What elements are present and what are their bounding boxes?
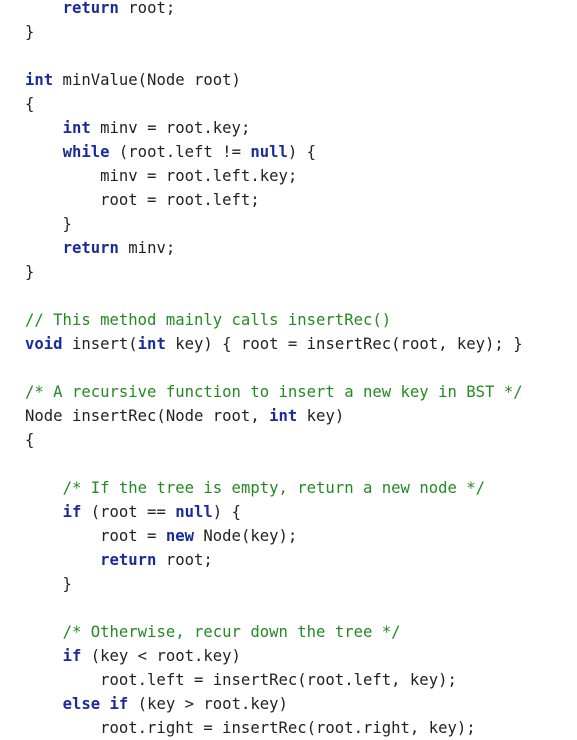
code-line: else if (key > root.key)	[25, 692, 577, 716]
code-text: }	[25, 215, 72, 233]
code-text: minv = root.key;	[90, 119, 251, 137]
code-line: {	[25, 92, 577, 116]
code-line: return root;	[25, 0, 577, 20]
code-text: minValue(Node root)	[53, 71, 241, 89]
code-line: }	[25, 260, 577, 284]
code-text: (key > root.key)	[128, 695, 288, 713]
code-block: return root;}​int minValue(Node root){ i…	[25, 0, 577, 740]
code-line: /* If the tree is empty, return a new no…	[25, 476, 577, 500]
code-keyword: null	[175, 503, 213, 521]
code-line: root.left = insertRec(root.left, key);	[25, 668, 577, 692]
code-text	[25, 503, 63, 521]
code-line: ​	[25, 356, 577, 380]
code-text	[25, 119, 63, 137]
code-text: root.right = insertRec(root.right, key);	[25, 719, 476, 737]
code-text: }	[25, 263, 35, 281]
code-line: while (root.left != null) {	[25, 140, 577, 164]
code-keyword: int	[269, 407, 298, 425]
code-text: root;	[156, 551, 213, 569]
code-line: int minValue(Node root)	[25, 68, 577, 92]
code-line: Node insertRec(Node root, int key)	[25, 404, 577, 428]
code-text	[100, 695, 109, 713]
code-text	[25, 143, 63, 161]
code-keyword: int	[137, 335, 166, 353]
code-line: root.right = insertRec(root.right, key);	[25, 716, 577, 740]
code-text: (key < root.key)	[81, 647, 241, 665]
code-text: (root ==	[81, 503, 176, 521]
code-line: if (root == null) {	[25, 500, 577, 524]
code-comment: /* If the tree is empty, return a new no…	[62, 479, 486, 497]
code-text	[25, 647, 63, 665]
code-text	[25, 695, 63, 713]
code-keyword: if	[62, 647, 82, 665]
code-line: }	[25, 20, 577, 44]
code-text: minv;	[118, 239, 176, 257]
code-text: }	[25, 23, 35, 41]
code-text: ) {	[287, 143, 317, 161]
code-line: /* A recursive function to insert a new …	[25, 380, 577, 404]
code-keyword: if	[62, 503, 82, 521]
code-line: if (key < root.key)	[25, 644, 577, 668]
code-text: insert(	[62, 335, 138, 353]
code-line: void insert(int key) { root = insertRec(…	[25, 332, 577, 356]
code-line: int minv = root.key;	[25, 116, 577, 140]
code-text	[25, 623, 63, 641]
code-keyword: while	[62, 143, 110, 161]
code-keyword: int	[62, 119, 91, 137]
code-text: {	[25, 431, 35, 449]
code-keyword: new	[165, 527, 194, 545]
code-text: (root.left !=	[109, 143, 251, 161]
code-text	[25, 479, 63, 497]
code-keyword: if	[109, 695, 129, 713]
code-text: key)	[297, 407, 345, 425]
code-keyword: int	[25, 71, 54, 89]
code-line: ​	[25, 596, 577, 620]
code-line: ​	[25, 452, 577, 476]
code-text: minv = root.left.key;	[25, 167, 298, 185]
code-comment: /* A recursive function to insert a new …	[25, 383, 523, 401]
code-line: }	[25, 212, 577, 236]
code-keyword: return	[100, 551, 157, 569]
code-keyword: return	[62, 239, 119, 257]
code-text	[25, 0, 63, 17]
code-text: ) {	[212, 503, 241, 521]
code-text: root =	[25, 527, 166, 545]
code-line: return root;	[25, 548, 577, 572]
code-text: root.left = insertRec(root.left, key);	[25, 671, 457, 689]
code-text: {	[25, 95, 35, 113]
code-keyword: else	[62, 695, 101, 713]
code-text: }	[25, 575, 72, 593]
code-line: root = new Node(key);	[25, 524, 577, 548]
code-line: }	[25, 572, 577, 596]
code-keyword: null	[250, 143, 288, 161]
code-line: /* Otherwise, recur down the tree */	[25, 620, 577, 644]
code-line: ​	[25, 44, 577, 68]
code-text: root = root.left;	[25, 191, 260, 209]
code-text: root;	[118, 0, 176, 17]
code-keyword: return	[62, 0, 119, 17]
code-comment: /* Otherwise, recur down the tree */	[62, 623, 401, 641]
code-line: minv = root.left.key;	[25, 164, 577, 188]
code-line: {	[25, 428, 577, 452]
code-line: return minv;	[25, 236, 577, 260]
code-keyword: void	[25, 335, 63, 353]
code-line: // This method mainly calls insertRec()	[25, 308, 577, 332]
code-text	[25, 239, 63, 257]
code-text	[25, 551, 100, 569]
code-comment: // This method mainly calls insertRec()	[25, 311, 392, 329]
code-line: root = root.left;	[25, 188, 577, 212]
code-text: key) { root = insertRec(root, key); }	[165, 335, 523, 353]
code-line: ​	[25, 284, 577, 308]
code-text: Node insertRec(Node root,	[25, 407, 270, 425]
code-text: Node(key);	[194, 527, 298, 545]
